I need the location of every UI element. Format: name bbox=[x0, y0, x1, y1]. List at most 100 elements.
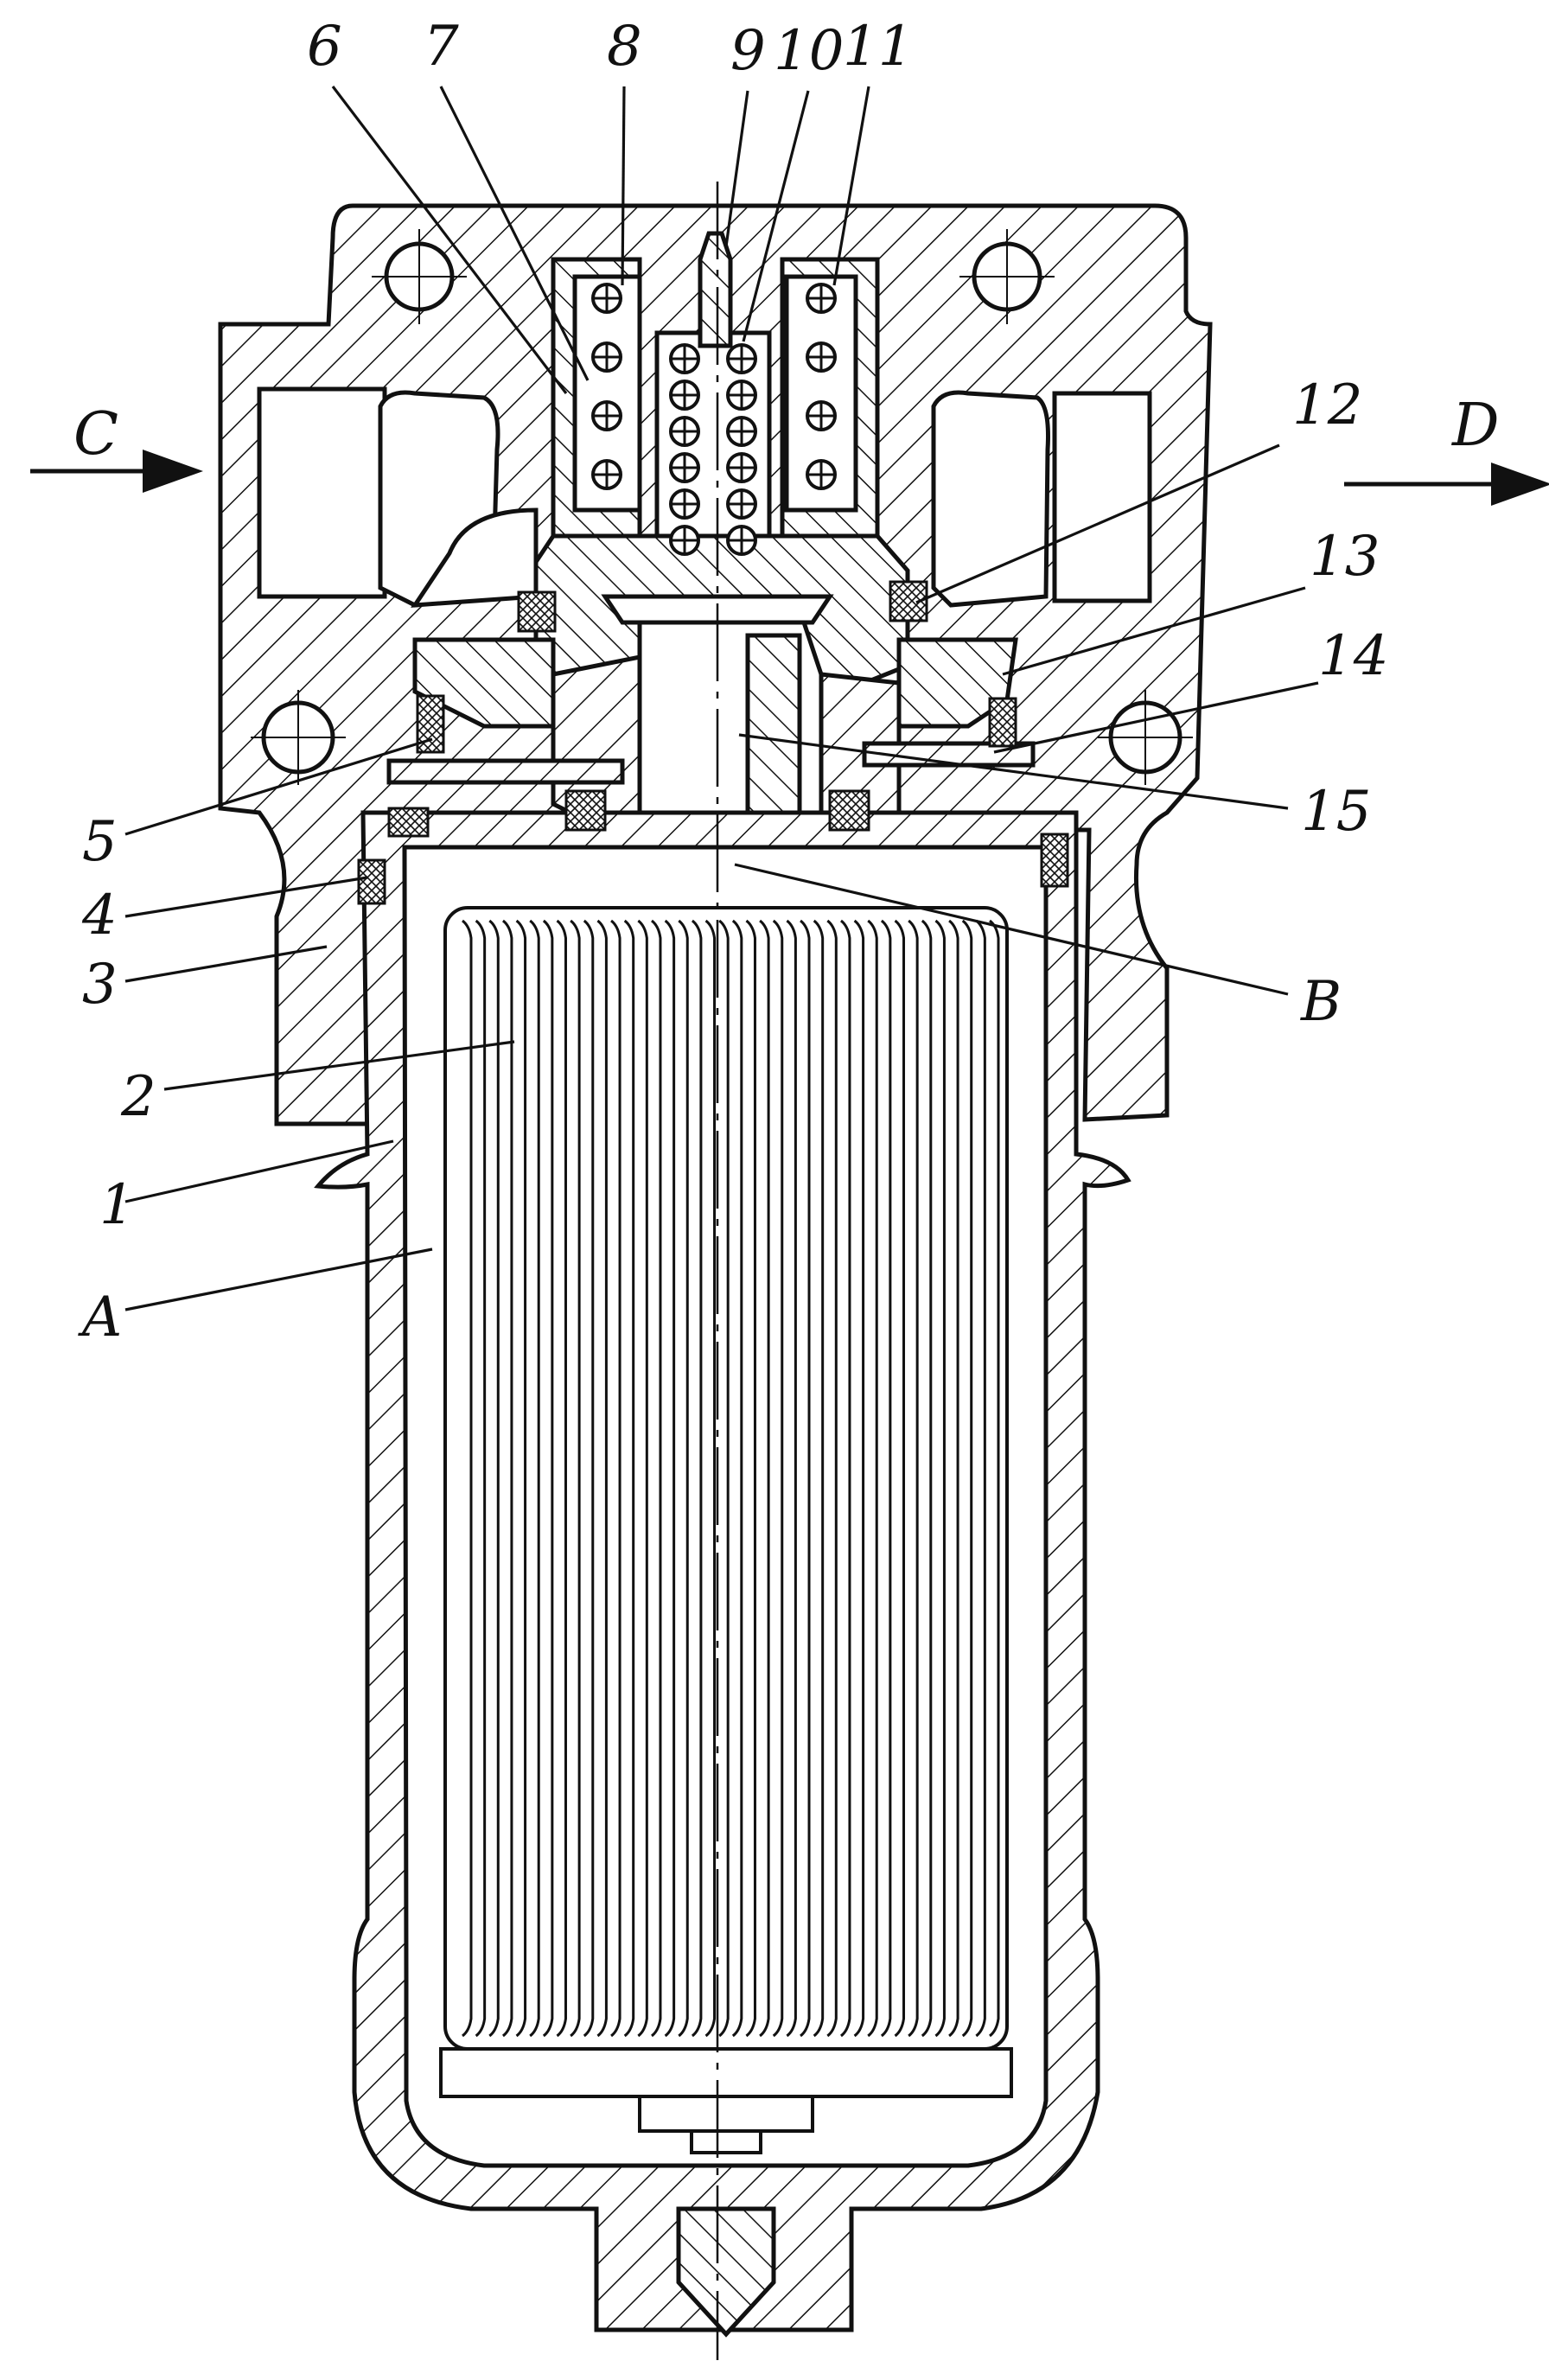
spring-coil-cross bbox=[728, 490, 755, 518]
pleat bbox=[515, 919, 527, 2038]
pleat bbox=[529, 919, 540, 2038]
callout-15: 15 bbox=[1301, 780, 1371, 844]
pleat bbox=[623, 919, 635, 2038]
callout-11: 11 bbox=[843, 15, 913, 79]
pleat bbox=[570, 919, 581, 2038]
callout-10: 10 bbox=[774, 19, 844, 83]
port-cavities bbox=[257, 386, 1152, 608]
leader-11 bbox=[832, 86, 870, 286]
pleat bbox=[637, 919, 648, 2038]
leader-7 bbox=[439, 86, 590, 381]
pleat bbox=[651, 919, 662, 2038]
leader-15 bbox=[738, 733, 1289, 810]
plate-14 bbox=[862, 741, 1036, 768]
pleat bbox=[745, 919, 756, 2038]
pleat bbox=[501, 919, 513, 2038]
leader-4 bbox=[124, 876, 368, 918]
leader-13 bbox=[1002, 586, 1306, 676]
pleat bbox=[542, 919, 554, 2038]
inlet-cavity-outer bbox=[257, 386, 387, 599]
pleat bbox=[975, 919, 986, 2038]
pleat bbox=[691, 919, 703, 2038]
leader-lines bbox=[124, 86, 1319, 1311]
callout-14: 14 bbox=[1318, 624, 1388, 688]
flow-arrows bbox=[30, 450, 1549, 506]
callout-7: 7 bbox=[424, 15, 459, 79]
pleat bbox=[921, 919, 933, 2038]
element-bottom-cap bbox=[439, 2047, 1013, 2098]
flow-in-label: C bbox=[73, 400, 118, 469]
pleat bbox=[718, 919, 730, 2038]
pleat bbox=[853, 919, 865, 2038]
plate-13-right bbox=[896, 637, 1018, 729]
callout-1: 1 bbox=[99, 1173, 135, 1237]
callout-4: 4 bbox=[81, 884, 118, 948]
spring-coil-cross bbox=[807, 284, 835, 312]
center-tube-slot bbox=[745, 633, 802, 837]
callout-2: 2 bbox=[120, 1065, 156, 1129]
leader-10 bbox=[742, 90, 810, 342]
spring-coil-cross bbox=[671, 526, 698, 554]
pleat bbox=[948, 919, 959, 2038]
callout-3: 3 bbox=[82, 953, 118, 1017]
leader-3 bbox=[124, 945, 328, 983]
plate-13-left bbox=[412, 637, 556, 729]
seal-inner-left bbox=[564, 789, 607, 832]
pleat bbox=[867, 919, 878, 2038]
outlet-cavity-inner bbox=[931, 390, 1050, 608]
callouts: 6 7 8 9 10 11 12 13 14 15 B 5 4 3 2 1 A bbox=[78, 15, 1388, 1350]
leader-A bbox=[124, 1247, 433, 1311]
callout-8: 8 bbox=[607, 15, 642, 79]
seal-valve-left bbox=[517, 590, 557, 633]
callout-A: A bbox=[78, 1286, 122, 1350]
pleat bbox=[488, 919, 500, 2038]
valve-stem-9 bbox=[698, 231, 733, 348]
spring-coil-cross bbox=[671, 490, 698, 518]
flow-out-label: D bbox=[1450, 392, 1500, 460]
pleat bbox=[596, 919, 608, 2038]
filter-element bbox=[439, 906, 1013, 2154]
pleat bbox=[772, 919, 784, 2038]
spring-coil-cross bbox=[671, 454, 698, 482]
leader-1 bbox=[124, 1139, 394, 1203]
leader-8 bbox=[621, 86, 626, 286]
spring-coil-cross bbox=[593, 284, 621, 312]
pleat bbox=[934, 919, 946, 2038]
spring-coil-cross bbox=[671, 418, 698, 445]
valve-spring-cavity-right bbox=[784, 274, 858, 513]
leader-14 bbox=[993, 681, 1319, 754]
pleat bbox=[556, 919, 567, 2038]
leader-2 bbox=[163, 1040, 515, 1091]
pleat bbox=[462, 919, 473, 2038]
callout-B: B bbox=[1300, 970, 1342, 1034]
seal-bowl-right bbox=[1040, 833, 1069, 888]
inlet-channel bbox=[411, 507, 539, 608]
seal-inner-right bbox=[828, 789, 870, 832]
spring-coil-cross bbox=[807, 402, 835, 430]
outlet-cavity-outer bbox=[1052, 391, 1152, 603]
pleat bbox=[894, 919, 906, 2038]
pleat bbox=[908, 919, 919, 2038]
plate-5 bbox=[386, 758, 625, 785]
callout-6: 6 bbox=[307, 15, 342, 79]
pleat bbox=[664, 919, 676, 2038]
spring-coil-cross bbox=[593, 343, 621, 371]
seal-bottom-left bbox=[387, 807, 430, 838]
callout-9: 9 bbox=[730, 19, 766, 83]
pleat bbox=[583, 919, 595, 2038]
leader-5 bbox=[124, 737, 433, 836]
spring-coil-cross bbox=[807, 461, 835, 488]
pleat bbox=[475, 919, 487, 2038]
pleat bbox=[731, 919, 743, 2038]
spring-coil-cross bbox=[593, 402, 621, 430]
spring-coil-cross bbox=[593, 461, 621, 488]
pleat bbox=[961, 919, 973, 2038]
valve-springs bbox=[591, 283, 837, 556]
seal-13 bbox=[988, 697, 1017, 748]
seal-4 bbox=[357, 858, 386, 905]
spring-coil-cross bbox=[807, 343, 835, 371]
leader-6 bbox=[331, 86, 568, 394]
bolt-hole-crosslines bbox=[251, 229, 1193, 785]
seals bbox=[357, 580, 1069, 905]
